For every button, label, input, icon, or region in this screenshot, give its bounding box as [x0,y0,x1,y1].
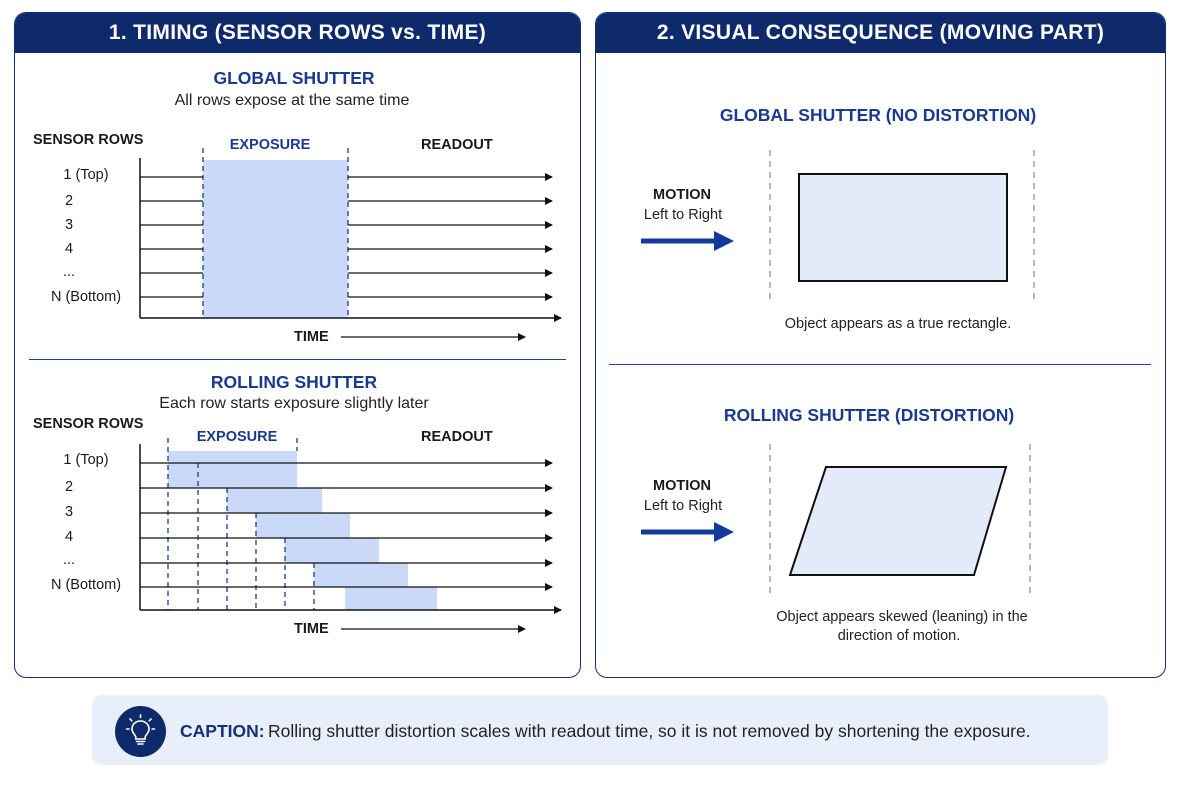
rolling-sensor-rows-label: SENSOR ROWS [33,416,144,432]
rolling-row-label: ... [62,552,76,568]
global-exposure-block [203,160,348,318]
timing-panel-header: 1. TIMING (SENSOR ROWS vs. TIME) [15,13,580,53]
rolling-visual-title: ROLLING SHUTTER (DISTORTION) [723,405,1015,425]
visual-section-divider [609,364,1151,365]
rolling-exposure-label: EXPOSURE [196,429,278,445]
rolling-row-label: N (Bottom) [50,577,122,593]
rolling-shutter-subtitle: Each row starts exposure slightly later [159,395,429,412]
global-row-label: N (Bottom) [50,289,122,305]
global-exposure-label: EXPOSURE [229,137,311,153]
rolling-motion-label: MOTION [653,478,711,494]
rolling-readout-label: READOUT [421,429,493,445]
rolling-visual [641,444,1031,596]
skewed-parallelogram-object [788,466,1008,576]
rolling-exposure-row-3 [227,488,322,513]
caption-text: Rolling shutter distortion scales with r… [268,721,1031,741]
global-row-label: 3 [64,217,74,233]
rolling-exposure-row-4 [256,513,350,538]
rolling-exposure-row-n [345,587,437,610]
rolling-row-label: 1 (Top) [63,452,109,468]
global-row-label: 2 [64,193,74,209]
timing-panel: 1. TIMING (SENSOR ROWS vs. TIME) [14,12,581,678]
rolling-row-label: 2 [64,479,74,495]
lightbulb-icon [115,706,166,757]
global-row-label: 1 (Top) [63,167,109,183]
global-timing-chart [139,148,562,341]
visual-consequence-panel-header: 2. VISUAL CONSEQUENCE (MOVING PART) [596,13,1165,53]
global-motion-label: MOTION [653,187,711,203]
global-visual [641,150,1035,302]
rolling-exposure-row-5 [285,538,379,563]
rolling-time-label: TIME [294,621,329,637]
visual-consequence-panel: 2. VISUAL CONSEQUENCE (MOVING PART) [595,12,1166,678]
motion-arrow-global [641,231,734,251]
global-row-label: 4 [64,241,74,257]
caption-label: CAPTION: [180,721,265,741]
global-time-label: TIME [294,329,329,345]
rolling-exposure-row-2 [198,463,297,488]
global-visual-title: GLOBAL SHUTTER (NO DISTORTION) [719,105,1037,125]
rolling-shutter-title: ROLLING SHUTTER [210,372,378,392]
global-shutter-title: GLOBAL SHUTTER [213,68,375,88]
caption-box [92,695,1108,765]
global-motion-direction: Left to Right [643,207,723,223]
rolling-motion-direction: Left to Right [643,498,723,514]
global-row-label: ... [62,264,76,280]
global-sensor-rows-label: SENSOR ROWS [33,132,144,148]
rolling-visual-caption-line-1: Object appears skewed (leaning) in the [776,609,1028,625]
rolling-row-label: 3 [64,504,74,520]
global-visual-caption: Object appears as a true rectangle. [784,316,1012,332]
rolling-visual-caption-line-2: direction of motion. [837,628,961,644]
rolling-timing-chart [139,438,562,633]
motion-arrow-rolling [641,522,734,542]
rolling-exposure-row-6 [314,563,408,587]
true-rectangle-object [798,173,1008,282]
global-readout-label: READOUT [421,137,493,153]
timing-section-divider [29,359,566,360]
rolling-row-label: 4 [64,529,74,545]
global-shutter-subtitle: All rows expose at the same time [174,92,410,109]
